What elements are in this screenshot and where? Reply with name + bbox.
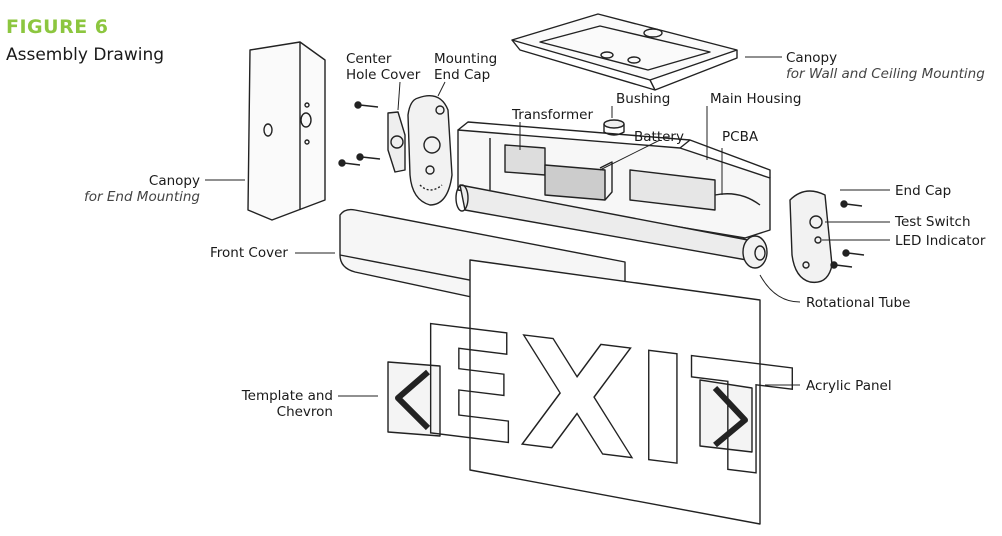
label-pcba: PCBA [722, 129, 759, 145]
label-bushing: Bushing [616, 91, 671, 107]
label-main-housing: Main Housing [710, 91, 802, 107]
label-test-switch: Test Switch [895, 214, 971, 230]
label-mounting-end-cap: Mounting End Cap [434, 51, 498, 83]
figure-title: Assembly Drawing [6, 45, 165, 65]
label-end-cap: End Cap [895, 183, 952, 199]
screws-left [338, 101, 381, 167]
mounting-end-cap [407, 95, 453, 206]
screws-right [830, 200, 865, 269]
rotational-tube [455, 184, 768, 269]
label-transformer: Transformer [512, 107, 594, 123]
leader-lines [205, 56, 890, 397]
figure-number: FIGURE 6 [6, 16, 109, 38]
label-rotational-tube: Rotational Tube [806, 295, 911, 311]
end-cap [789, 190, 833, 284]
acrylic-panel [469, 259, 761, 525]
label-front-cover: Front Cover [210, 245, 288, 261]
battery [544, 161, 613, 201]
label-center-hole-cover: Center Hole Cover [346, 51, 421, 83]
label-canopy-end: Canopy for End Mounting [84, 173, 200, 205]
canopy-end [247, 41, 326, 221]
label-template-chevron: Template and Chevron [241, 388, 333, 420]
label-led-indicator: LED Indicator [895, 233, 986, 249]
label-battery: Battery [634, 129, 684, 145]
label-acrylic-panel: Acrylic Panel [806, 378, 892, 394]
transformer [504, 144, 546, 176]
template-chevron [387, 361, 441, 437]
center-hole-cover [387, 111, 406, 173]
bushing [603, 119, 625, 136]
label-canopy-wall: Canopy for Wall and Ceiling Mounting [786, 50, 985, 82]
canopy-wall-ceiling [511, 13, 738, 91]
pcba [629, 169, 761, 211]
